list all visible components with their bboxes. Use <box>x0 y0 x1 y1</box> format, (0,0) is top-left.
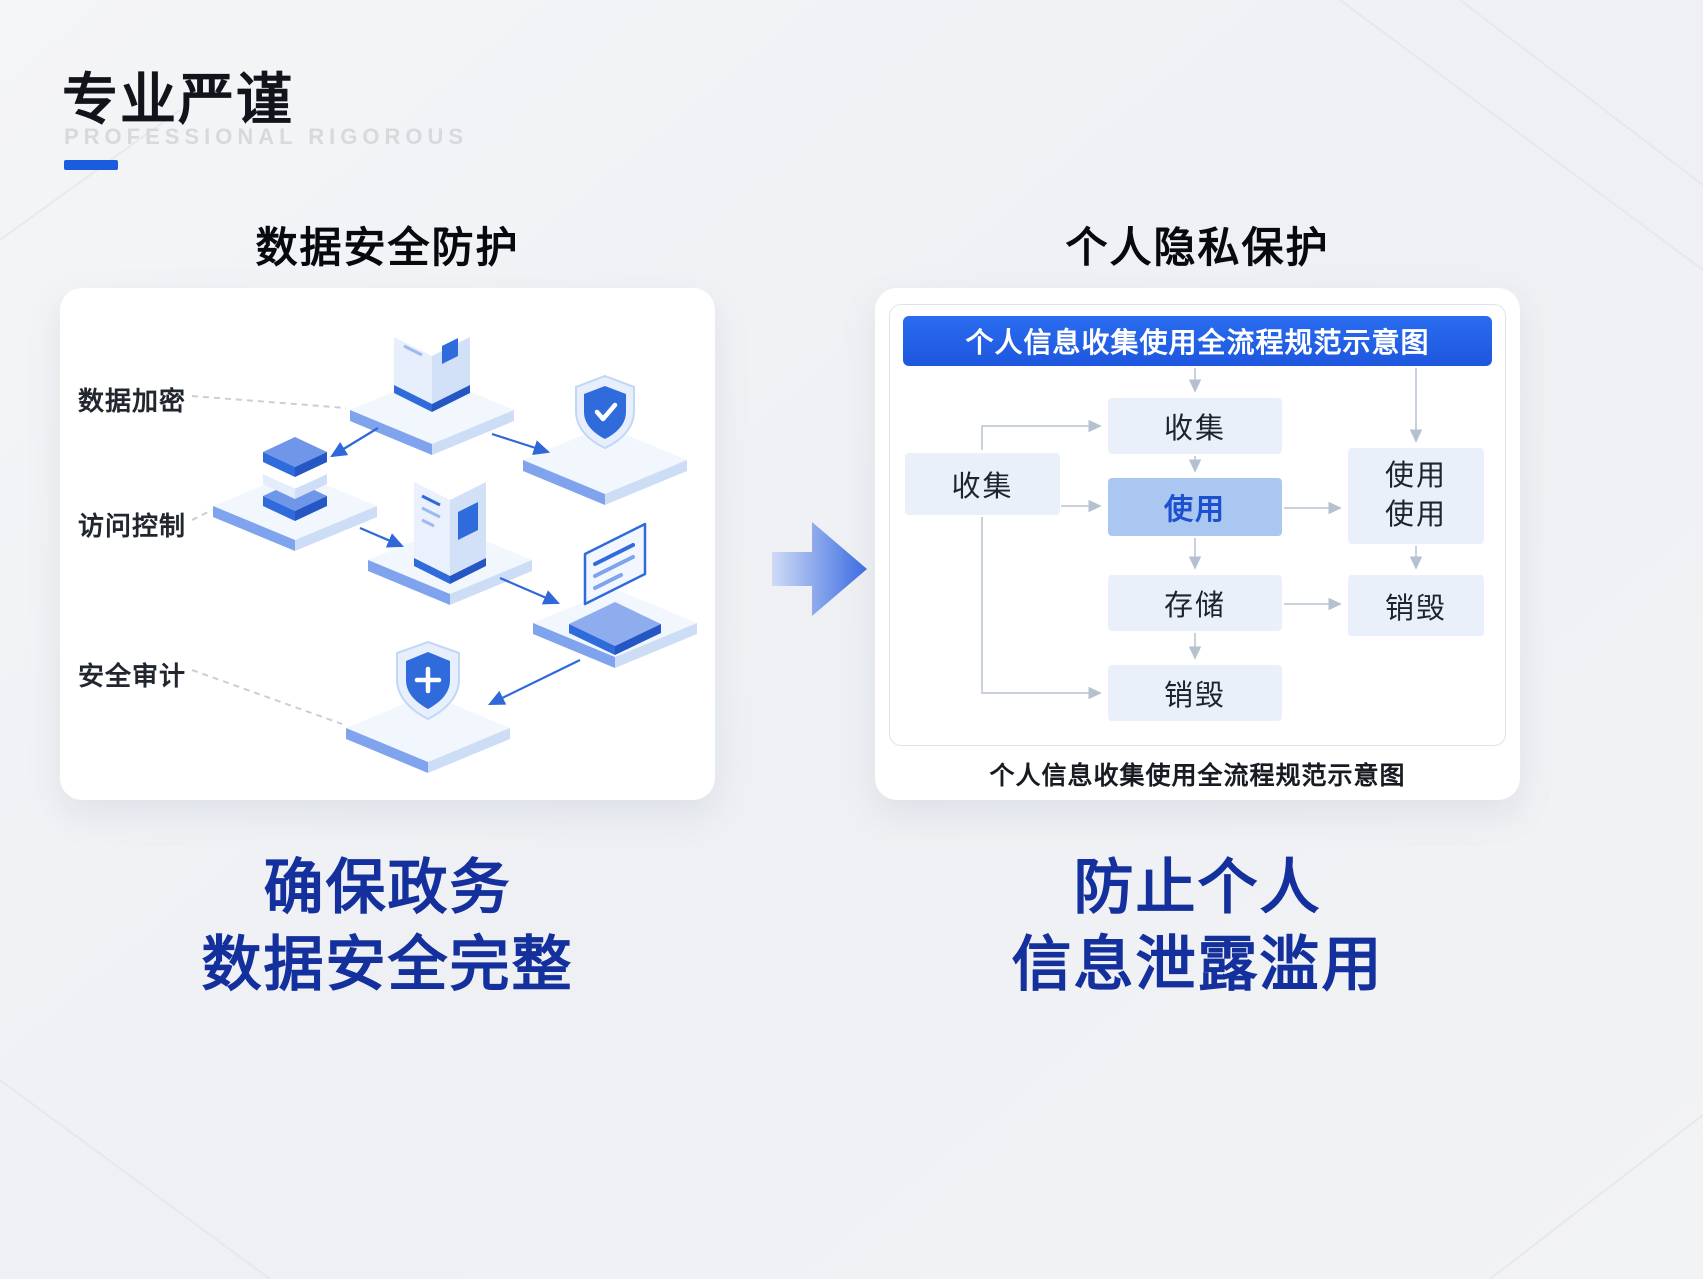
right-caption-line2: 信息泄露滥用 <box>1011 930 1384 998</box>
left-caption: 确保政务 数据安全完整 <box>60 850 715 1004</box>
flow-node-destroy-right: 销毁 <box>1348 575 1484 636</box>
data-security-illustration <box>191 318 697 773</box>
page-subtitle: PROFESSIONAL RIGOROUS <box>64 124 469 149</box>
flow-node-store: 存储 <box>1108 575 1282 631</box>
left-column-heading: 数据安全防护 <box>255 224 520 271</box>
right-caption-line1: 防止个人 <box>1073 854 1322 921</box>
flowchart-caption: 个人信息收集使用全流程规范示意图 <box>989 762 1406 790</box>
shield-check-icon <box>575 374 635 450</box>
flow-arrow-right-icon <box>772 522 867 616</box>
flow-node-collect-left: 收集 <box>905 453 1060 515</box>
flow-node-use-right: 使用 使用 <box>1348 448 1484 544</box>
right-caption: 防止个人 信息泄露滥用 <box>875 850 1520 1004</box>
label-access-control: 访问控制 <box>78 511 187 541</box>
flowchart-title-bar: 个人信息收集使用全流程规范示意图 <box>903 316 1492 366</box>
server-box-icon <box>394 318 470 412</box>
left-caption-line1: 确保政务 <box>263 854 512 921</box>
flow-node-use-right-line2: 使用 <box>1384 499 1447 531</box>
shield-plus-icon <box>396 640 460 721</box>
label-connectors <box>191 395 347 725</box>
accent-bar <box>64 160 118 170</box>
label-security-audit: 安全审计 <box>78 661 187 691</box>
flow-node-destroy: 销毁 <box>1108 665 1282 721</box>
privacy-flow-card: 个人信息收集使用全流程规范示意图 收集 收集 使用 使用 <box>875 288 1520 800</box>
flow-node-use-right-line1: 使用 <box>1384 459 1447 492</box>
flow-node-collect: 收集 <box>1108 398 1282 454</box>
right-column-heading: 个人隐私保护 <box>1065 224 1330 271</box>
server-stack-icon <box>263 437 327 521</box>
left-caption-line2: 数据安全完整 <box>201 930 574 998</box>
flow-node-use-highlighted: 使用 <box>1108 478 1282 536</box>
illustration-arrows <box>330 427 581 705</box>
laptop-document-icon <box>569 522 661 655</box>
page-title: 专业严谨 <box>62 68 294 131</box>
label-data-encryption: 数据加密 <box>78 386 187 416</box>
data-security-card: 数据加密 访问控制 安全审计 <box>60 288 715 800</box>
server-tower-icon <box>414 464 486 584</box>
